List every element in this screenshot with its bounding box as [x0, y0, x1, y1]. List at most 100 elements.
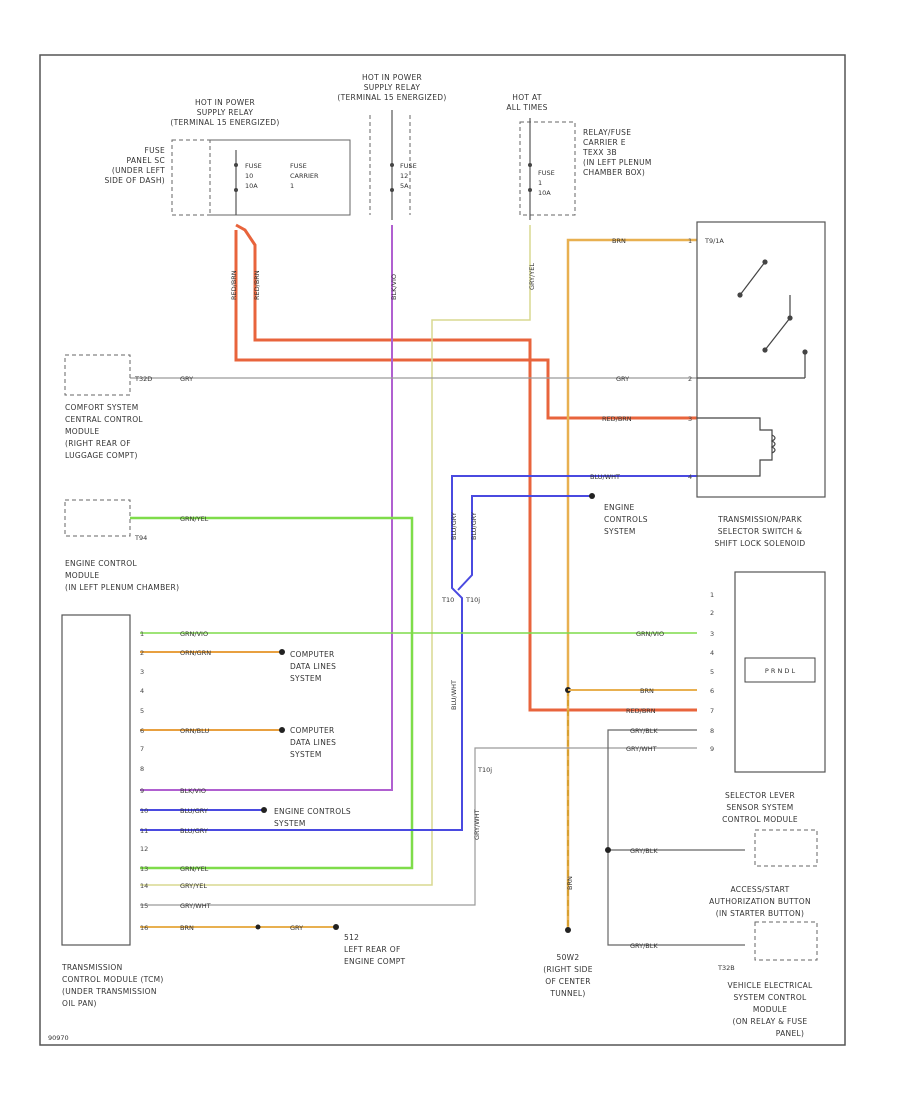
svg-text:TEXX 3B: TEXX 3B — [582, 148, 617, 157]
svg-text:CONTROLS: CONTROLS — [604, 515, 648, 524]
svg-text:12: 12 — [400, 172, 408, 180]
svg-text:BLU/GRY: BLU/GRY — [180, 807, 208, 815]
svg-text:OIL PAN): OIL PAN) — [62, 999, 97, 1008]
svg-text:ACCESS/START: ACCESS/START — [731, 885, 790, 894]
svg-text:5A: 5A — [400, 182, 409, 190]
svg-text:GRY/BLK: GRY/BLK — [630, 727, 658, 735]
svg-text:OF CENTER: OF CENTER — [545, 977, 590, 986]
selector-lever-box — [734, 571, 826, 773]
switch-tag: T9/1A — [704, 237, 724, 245]
fuse-1: FUSE 1 10A — [528, 118, 555, 220]
svg-text:7: 7 — [140, 745, 144, 753]
svg-text:RELAY/FUSE: RELAY/FUSE — [583, 128, 631, 137]
svg-text:AUTHORIZATION BUTTON: AUTHORIZATION BUTTON — [709, 897, 811, 906]
svg-text:ENGINE COMPT: ENGINE COMPT — [344, 957, 406, 966]
svg-text:BRN: BRN — [180, 924, 194, 932]
t10b-label: T10j — [465, 596, 480, 604]
svg-text:10: 10 — [245, 172, 253, 180]
svg-text:1: 1 — [290, 182, 294, 190]
computer-data-connector-1 — [279, 649, 285, 655]
svg-text:COMFORT SYSTEM: COMFORT SYSTEM — [65, 403, 139, 412]
svg-text:4: 4 — [140, 687, 144, 695]
prndl-display — [744, 657, 816, 683]
selector-lever-label: SELECTOR LEVER SENSOR SYSTEM CONTROL MOD… — [722, 791, 797, 824]
svg-text:RED/BRN: RED/BRN — [230, 270, 238, 300]
svg-text:FUSE: FUSE — [245, 162, 262, 170]
lever-pins: 1 2 3 4 5 6 7 8 9 — [710, 591, 714, 753]
svg-text:9: 9 — [140, 787, 144, 795]
wire-grn-yel — [130, 516, 414, 870]
svg-text:(UNDER TRANSMISSION: (UNDER TRANSMISSION — [62, 987, 157, 996]
svg-text:10A: 10A — [538, 189, 551, 197]
ecm-box — [64, 499, 131, 537]
comfort-module-label: COMFORT SYSTEM CENTRAL CONTROL MODULE (R… — [65, 403, 143, 460]
svg-text:(TERMINAL 15 ENERGIZED): (TERMINAL 15 ENERGIZED) — [170, 118, 279, 127]
svg-text:5: 5 — [710, 668, 714, 676]
svg-text:(IN LEFT PLENUM: (IN LEFT PLENUM — [583, 158, 652, 167]
computer-data-label-2: COMPUTER DATA LINES SYSTEM — [290, 726, 336, 759]
svg-text:GRY/WHT: GRY/WHT — [626, 745, 657, 753]
fuse-12: FUSE 12 5A — [390, 110, 417, 220]
tcm-label: TRANSMISSION CONTROL MODULE (TCM) (UNDER… — [61, 963, 163, 1008]
hot-in-run-relay2-label: HOT IN POWER SUPPLY RELAY (TERMINAL 15 E… — [337, 73, 446, 102]
fuse-carrier-box — [209, 139, 351, 216]
svg-text:6: 6 — [140, 727, 144, 735]
t10-label: T10 — [441, 596, 454, 604]
svg-text:GRY: GRY — [180, 375, 193, 383]
svg-text:SYSTEM: SYSTEM — [290, 750, 322, 759]
fuse-panel-label: FUSE PANEL SC (UNDER LEFT SIDE OF DASH) — [105, 146, 165, 185]
wire-gry-wht — [140, 747, 697, 906]
svg-text:VEHICLE ELECTRICAL: VEHICLE ELECTRICAL — [727, 981, 813, 990]
svg-text:(RIGHT REAR OF: (RIGHT REAR OF — [65, 439, 131, 448]
access-start-label: ACCESS/START AUTHORIZATION BUTTON (IN ST… — [709, 885, 811, 918]
diagram-code: 90970 — [48, 1034, 69, 1042]
ground-right-label: 50W2 (RIGHT SIDE OF CENTER TUNNEL) — [543, 953, 592, 998]
svg-text:CENTRAL CONTROL: CENTRAL CONTROL — [65, 415, 143, 424]
svg-text:GRY/WHT: GRY/WHT — [180, 902, 211, 910]
svg-text:BLU/WHT: BLU/WHT — [590, 473, 620, 481]
svg-text:9: 9 — [710, 745, 714, 753]
svg-text:BLU/WHT: BLU/WHT — [450, 680, 458, 710]
wire-blue-1 — [140, 475, 697, 831]
svg-text:SELECTOR SWITCH &: SELECTOR SWITCH & — [718, 527, 802, 536]
svg-text:RED/BRN: RED/BRN — [602, 415, 632, 423]
svg-text:1: 1 — [140, 630, 144, 638]
wire-brn-top — [566, 238, 697, 930]
selector-switch-label: TRANSMISSION/PARK SELECTOR SWITCH & SHIF… — [715, 515, 806, 548]
ground-left-point — [333, 924, 339, 930]
svg-text:GRN/YEL: GRN/YEL — [180, 515, 209, 523]
svg-text:SYSTEM: SYSTEM — [604, 527, 636, 536]
svg-text:GRY: GRY — [290, 924, 303, 932]
engine-controls-connector-1 — [589, 493, 595, 499]
svg-text:(UNDER LEFT: (UNDER LEFT — [112, 166, 165, 175]
selector-lever-connector — [754, 829, 818, 867]
svg-text:HOT IN POWER: HOT IN POWER — [362, 73, 422, 82]
svg-text:RED/BRN: RED/BRN — [253, 270, 261, 300]
vehicle-elec-label: VEHICLE ELECTRICAL SYSTEM CONTROL MODULE… — [727, 981, 813, 1038]
selector-switch-box — [696, 221, 826, 498]
svg-text:GRN/VIO: GRN/VIO — [180, 630, 208, 638]
hot-in-run-relay-label: HOT IN POWER SUPPLY RELAY (TERMINAL 15 E… — [170, 98, 279, 127]
svg-text:GRY/YEL: GRY/YEL — [180, 882, 207, 890]
prndl-text: P R N D L — [765, 667, 796, 675]
shift-lock-solenoid — [697, 417, 776, 477]
splice-ground-left — [255, 924, 261, 930]
engine-controls-label-1: ENGINE CONTROLS SYSTEM — [604, 503, 648, 536]
svg-text:7: 7 — [710, 707, 714, 715]
svg-text:SENSOR SYSTEM: SENSOR SYSTEM — [726, 803, 793, 812]
svg-text:BRN: BRN — [566, 876, 574, 890]
svg-text:15: 15 — [140, 902, 148, 910]
svg-text:512: 512 — [344, 933, 359, 942]
svg-text:1: 1 — [710, 591, 714, 599]
fuse-carrier-label: FUSE CARRIER 1 — [290, 162, 319, 190]
svg-text:6: 6 — [710, 687, 714, 695]
svg-text:ALL TIMES: ALL TIMES — [506, 103, 547, 112]
svg-text:ORN/GRN: ORN/GRN — [180, 649, 211, 657]
ecm-label: ENGINE CONTROL MODULE (IN LEFT PLENUM CH… — [65, 559, 179, 592]
wire-violet — [140, 225, 393, 791]
svg-text:MODULE: MODULE — [65, 571, 99, 580]
diagram-frame — [39, 54, 846, 1046]
fuse-panel-box — [171, 139, 351, 216]
svg-text:4: 4 — [688, 473, 692, 481]
wire-red-2 — [235, 223, 697, 712]
